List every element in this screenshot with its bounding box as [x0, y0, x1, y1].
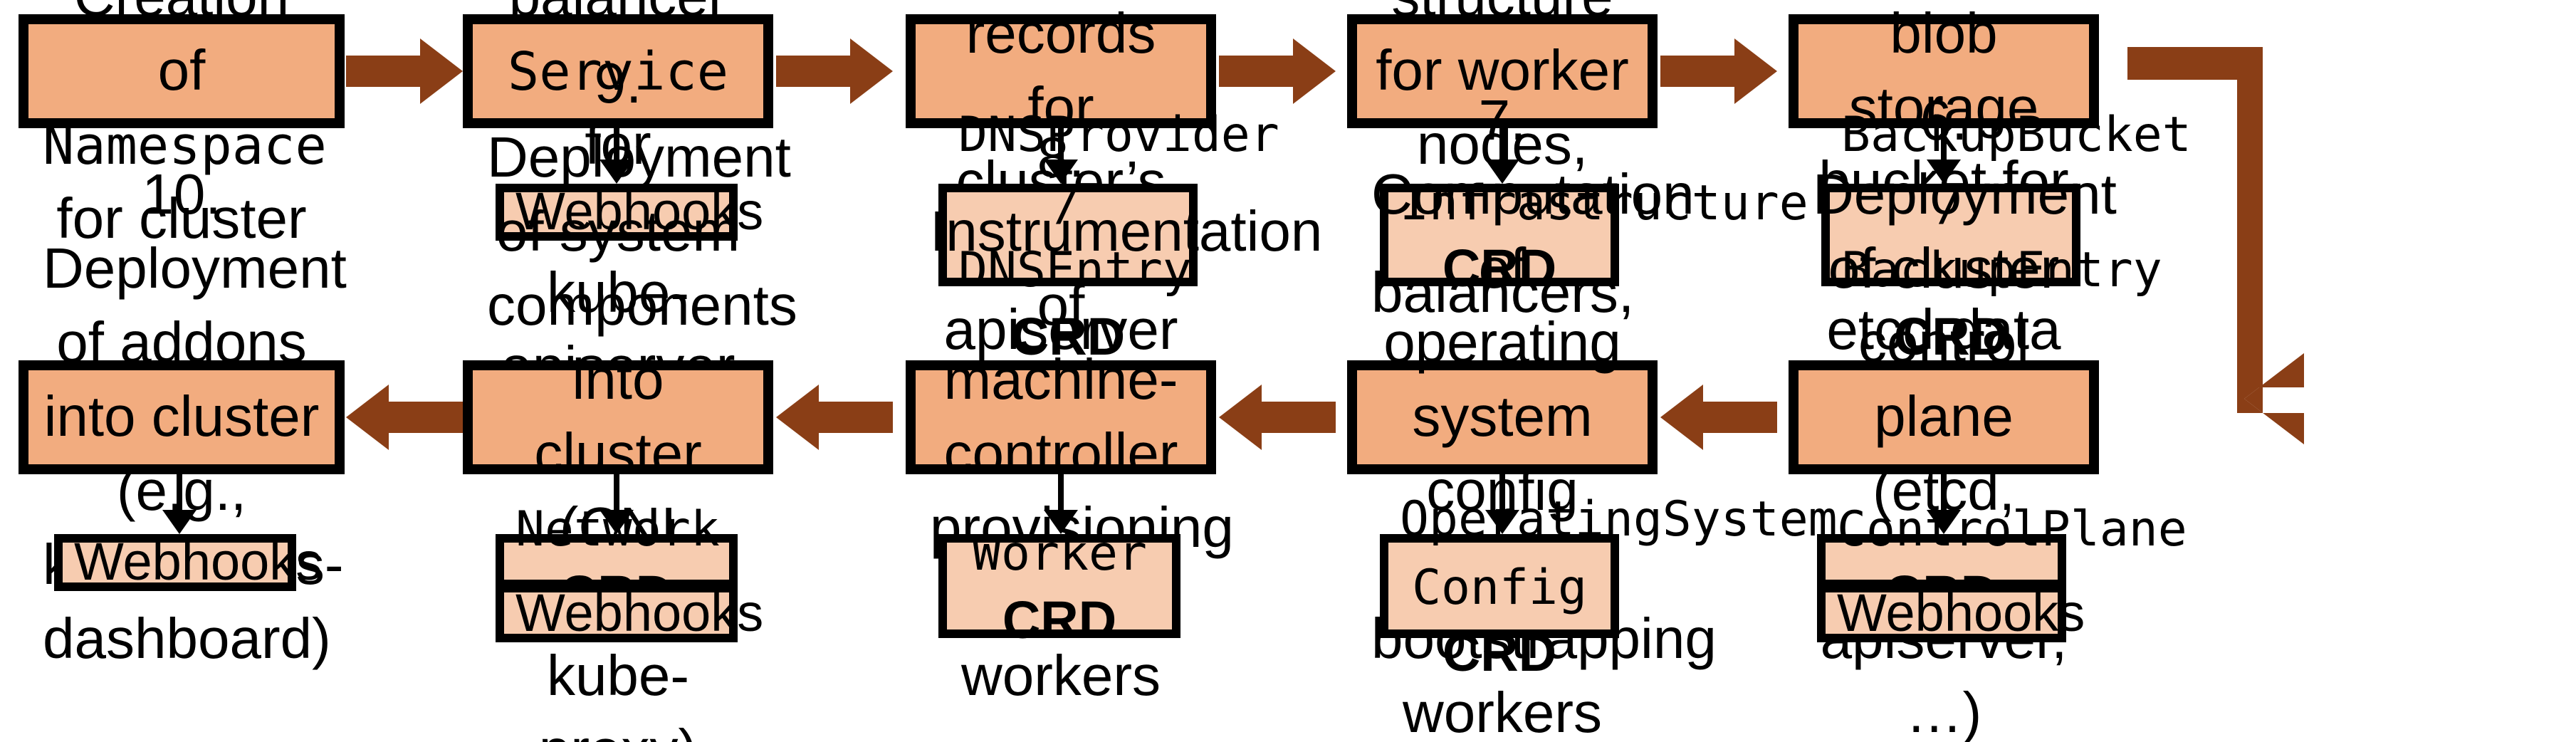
arrowhead-step9-to-crd: [600, 510, 634, 534]
connector-step4-to-crd: [1499, 128, 1505, 167]
arrowhead-step5-to-crd: [1927, 160, 1961, 184]
connector-step2-to-webhooks: [614, 128, 619, 167]
arrow-step6-to-step7: [1660, 385, 1777, 450]
arrow-step8-to-step9: [776, 385, 893, 450]
arrowhead-step6-to-crd: [1927, 510, 1961, 534]
detail-stack-step3: DNSProvider /DNSEntry CRD: [938, 107, 1279, 365]
arrow-step9-to-step10: [346, 385, 463, 450]
connector-step3-to-crd: [1058, 128, 1064, 167]
detail-webhooks-step10[interactable]: Webhooks: [54, 533, 322, 592]
step-box-2[interactable]: 2. Creation of loadbalancer Service forc…: [463, 0, 773, 399]
arrowhead-step4-to-crd: [1485, 160, 1519, 184]
detail-dnsprovider-crd[interactable]: DNSProvider /DNSEntry CRD: [938, 107, 1279, 365]
detail-backupbucket-crd[interactable]: BackupBucket /BackupEntry CRD: [1821, 107, 2192, 365]
detail-webhooks-step2[interactable]: Webhooks: [496, 183, 763, 241]
arrow-step3-to-step4: [1219, 38, 1336, 104]
arrow-step7-to-step8: [1219, 385, 1336, 450]
detail-stack-step5: BackupBucket /BackupEntry CRD: [1821, 107, 2192, 365]
connector-step5-to-crd: [1941, 128, 1947, 167]
connector-step10-to-webhooks: [177, 474, 182, 517]
arrowhead-step7-to-crd: [1485, 510, 1519, 534]
connector-step7-to-crd: [1499, 474, 1505, 517]
detail-stack-step10: Webhooks: [54, 533, 322, 592]
connector-step9-to-crd: [614, 474, 619, 517]
arrowhead-step2-to-webhooks: [600, 160, 634, 184]
arrowhead-step8-to-crd: [1044, 510, 1078, 534]
arrow-step2-to-step3: [776, 38, 893, 104]
arrowhead-step10-to-webhooks: [162, 510, 197, 534]
detail-stack-step6: ControlPlane CRD Webhooks: [1817, 501, 2187, 642]
arrow-step5-to-step6: [2102, 40, 2304, 444]
detail-stack-step9: Network CRD Webhooks: [496, 501, 763, 642]
detail-webhooks-step9[interactable]: Webhooks: [496, 584, 763, 642]
arrowhead-step3-to-crd: [1044, 160, 1078, 184]
detail-webhooks-step6[interactable]: Webhooks: [1817, 584, 2085, 642]
connector-step6-to-crd: [1941, 474, 1947, 517]
arrow-step4-to-step5: [1660, 38, 1777, 104]
arrow-step1-to-step2: [346, 38, 463, 104]
connector-step8-to-crd: [1058, 474, 1064, 517]
detail-stack-step2: Webhooks: [496, 183, 763, 241]
